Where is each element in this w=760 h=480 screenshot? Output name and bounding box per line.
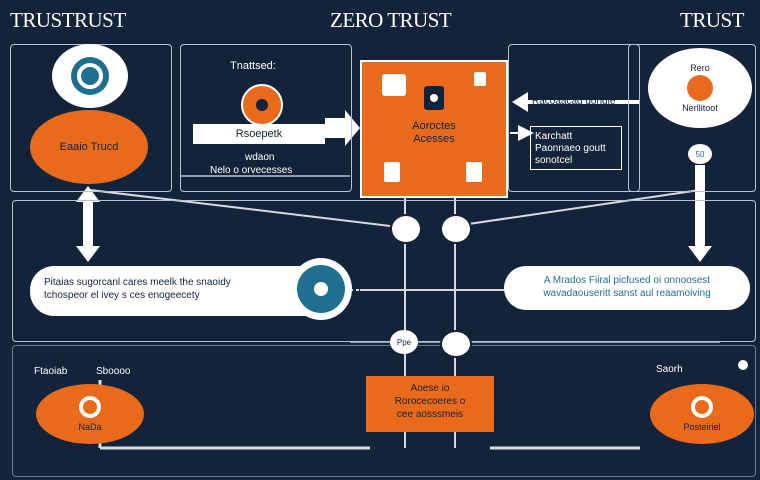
heading-right: TRUST <box>680 8 745 32</box>
trust-oval-label: Eaaio Trucd <box>59 141 119 153</box>
trust-oval: Eaaio Trucd <box>30 110 148 184</box>
trusted-line1: wdaon <box>245 152 275 163</box>
info-line1: Karchatt <box>535 131 573 142</box>
bottom-left-label: Ftaoiab <box>34 366 68 377</box>
tablet-icon <box>466 162 482 182</box>
trusted-button[interactable]: Rsoepetk <box>193 124 325 144</box>
bottom-right-dot <box>738 360 748 370</box>
trusted-icon <box>241 84 283 126</box>
bottom-box-line1: Aoese io <box>410 383 450 394</box>
node-bottom-left: Ppe <box>390 330 418 354</box>
right-arrow-label: Racoaacag dondle <box>532 96 616 107</box>
right-trust-oval: Rero Nerllitoot <box>648 48 752 128</box>
heading-left: TRUSTRUST <box>10 8 126 32</box>
bottom-panel <box>12 345 756 477</box>
bottom-right-circle-label: Posteiriel <box>683 422 721 432</box>
node-top-right <box>440 214 472 244</box>
right-banner: A Mrados Fiiral picfused oi onnoosest wa… <box>504 266 750 310</box>
shield-icon <box>687 75 713 101</box>
right-banner-line2: wavadaouseritt sanst aul reaamoiving <box>543 288 711 299</box>
identity-node <box>52 44 128 108</box>
middle-panel <box>12 200 756 342</box>
left-banner-line2: tchospeor el ivey s ces enogeecety <box>44 290 200 301</box>
bottom-left-label2: Sboooo <box>96 366 131 377</box>
access-policy-box: Aoroctes Acesses <box>360 60 508 198</box>
info-line3: sonotcel <box>535 155 573 166</box>
bottom-box-line2: Rorocecoeres o <box>394 396 466 407</box>
left-banner-line1: Pitaias sugorcanl cares meelk the snaoid… <box>44 277 231 288</box>
node-top-left <box>390 214 422 244</box>
node-bottom-right <box>440 330 472 358</box>
bottom-left-oval: NaDa <box>36 384 144 444</box>
left-banner: Pitaias sugorcanl cares meelk the snaoid… <box>30 266 330 316</box>
right-oval-bottom: Nerllitoot <box>682 103 718 113</box>
heading-center: ZERO TRUST <box>330 8 452 32</box>
user-icon <box>297 265 345 313</box>
access-line1: Aoroctes <box>412 120 456 132</box>
right-trust-panel <box>628 44 756 192</box>
trusted-title: Tnattsed: <box>230 60 276 72</box>
bottom-right-icon <box>691 396 713 418</box>
access-line2: Acesses <box>413 133 455 145</box>
bottom-right-oval: Posteiriel <box>650 384 754 444</box>
user-node <box>290 258 352 320</box>
trusted-line2: Nelo o orvecesses <box>210 165 293 176</box>
device-icon <box>382 74 406 96</box>
target-icon <box>79 396 101 418</box>
phone-icon <box>384 162 400 182</box>
file-icon <box>474 72 486 86</box>
right-info-box: Karchatt Paonnaeo goutt sonotcel <box>530 126 622 170</box>
bottom-access-box: Aoese io Rorocecoeres o cee aosssmeis <box>366 376 494 432</box>
right-banner-line1: A Mrados Fiiral picfused oi onnoosest <box>543 275 711 286</box>
bottom-box-line3: cee aosssmeis <box>396 409 464 420</box>
ring-icon <box>71 57 109 95</box>
lock-icon <box>424 86 444 110</box>
info-line2: Paonnaeo goutt <box>535 143 606 154</box>
right-badge: 50 <box>688 144 712 164</box>
right-oval-top: Rero <box>690 63 710 73</box>
right-info-panel <box>508 44 640 192</box>
trusted-panel <box>180 44 352 192</box>
bottom-left-circle-label: NaDa <box>78 422 102 432</box>
bottom-right-label: Saorh <box>656 364 683 375</box>
